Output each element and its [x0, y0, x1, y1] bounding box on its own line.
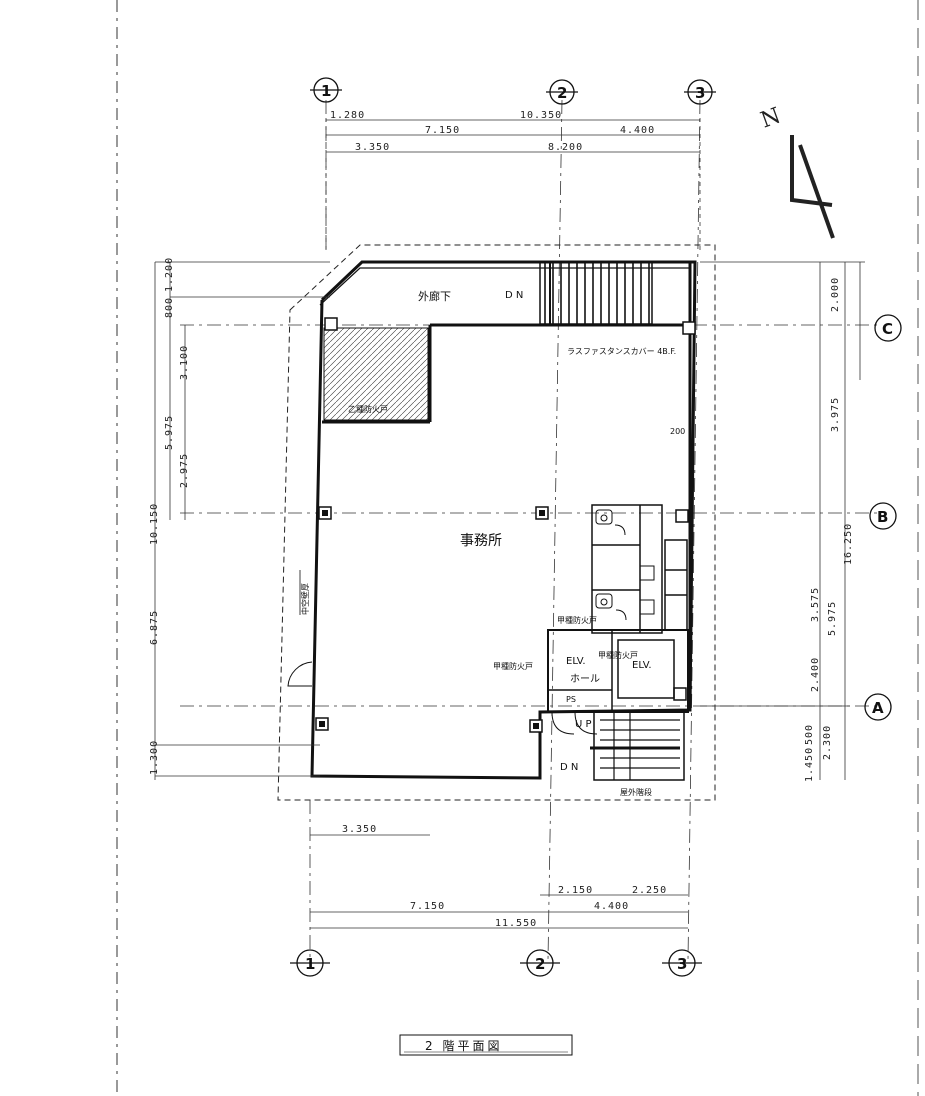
svg-text:N: N — [758, 103, 785, 133]
dim-top-3: 7.150 — [425, 125, 460, 136]
dim-right-7: 1.450 — [804, 747, 815, 782]
dim-right-5: 5.975 — [827, 601, 838, 636]
grid-label-b: B — [877, 508, 888, 526]
dim-left-6: 10.150 — [149, 503, 160, 545]
dim-left-7: 6.875 — [149, 610, 160, 645]
label-dn-bottom: D N — [560, 762, 578, 773]
label-elv-hall: ELV. — [566, 656, 586, 667]
dim-right-8: 500 — [804, 724, 815, 745]
core-block — [547, 504, 689, 781]
grid-label-1: 1 — [305, 955, 315, 973]
label-hall: ホール — [570, 673, 600, 685]
label-pipe-shaft: PS — [566, 695, 576, 704]
grid-label-top-1: 1 — [321, 82, 331, 100]
dim-bottom-1: 3.350 — [342, 824, 377, 835]
dim-bottom-4: 7.150 — [410, 901, 445, 912]
dim-top-6: 8.200 — [548, 142, 583, 153]
dim-left-3: 3.100 — [179, 345, 190, 380]
grid-label-2: 2 — [535, 955, 545, 973]
label-fire-door-1: 甲種防火戸 — [557, 615, 597, 625]
dim-bottom-5: 4.400 — [594, 901, 629, 912]
dim-left-4: 5.975 — [164, 415, 175, 450]
dim-right-6: 2.400 — [810, 657, 821, 692]
label-note-top: ラスファスタンスカバー 4B.F. — [567, 347, 676, 356]
room-label-corridor: 外廊下 — [418, 289, 451, 303]
dim-top-1: 1.280 — [330, 110, 365, 121]
grid-label-c: C — [882, 320, 893, 338]
label-elv: ELV. — [632, 660, 652, 671]
drawing-title-box: 2 階平面図 — [399, 1034, 573, 1056]
dim-top-4: 4.400 — [620, 125, 655, 136]
label-dim-200: 200 — [670, 427, 685, 436]
grid-label-a: A — [872, 699, 884, 717]
room-label-office: 事務所 — [460, 533, 502, 549]
dim-bottom-2: 2.150 — [558, 885, 593, 896]
dim-right-3: 16.250 — [843, 523, 854, 565]
dim-left-2: 800 — [164, 297, 175, 318]
dim-right-4: 3.575 — [810, 587, 821, 622]
grid-label-top-3: 3 — [695, 84, 705, 102]
label-dn-top: D N — [505, 290, 523, 301]
dim-bottom-6: 11.550 — [495, 918, 537, 929]
north-arrow-icon: N — [758, 103, 835, 239]
dim-top-2: 10.350 — [520, 110, 562, 121]
dim-right-2: 3.975 — [830, 397, 841, 432]
dim-right-9: 2.300 — [822, 725, 833, 760]
dim-left-1: 1.200 — [164, 257, 175, 292]
grid-label-3: 3 — [677, 955, 687, 973]
dim-left-8: 1.300 — [149, 740, 160, 775]
dim-right-1: 2.000 — [830, 277, 841, 312]
grid-bubbles — [290, 77, 902, 977]
grid-label-top-2: 2 — [557, 84, 567, 102]
label-wall-left: 中空壁厚 — [300, 583, 310, 615]
label-outdoor-stairs: 屋外階段 — [620, 787, 652, 797]
drawing-title: 2 階平面図 — [425, 1038, 502, 1053]
dim-left-5: 2.975 — [179, 453, 190, 488]
dim-top-5: 3.350 — [355, 142, 390, 153]
dim-bottom-3: 2.250 — [632, 885, 667, 896]
label-fire-door-2: 甲種防火戸 — [493, 661, 533, 671]
label-fire-door-3: 甲種防火戸 — [598, 650, 638, 660]
label-up: U P — [575, 719, 592, 730]
label-evac-door: 乙種防火戸 — [348, 404, 388, 414]
